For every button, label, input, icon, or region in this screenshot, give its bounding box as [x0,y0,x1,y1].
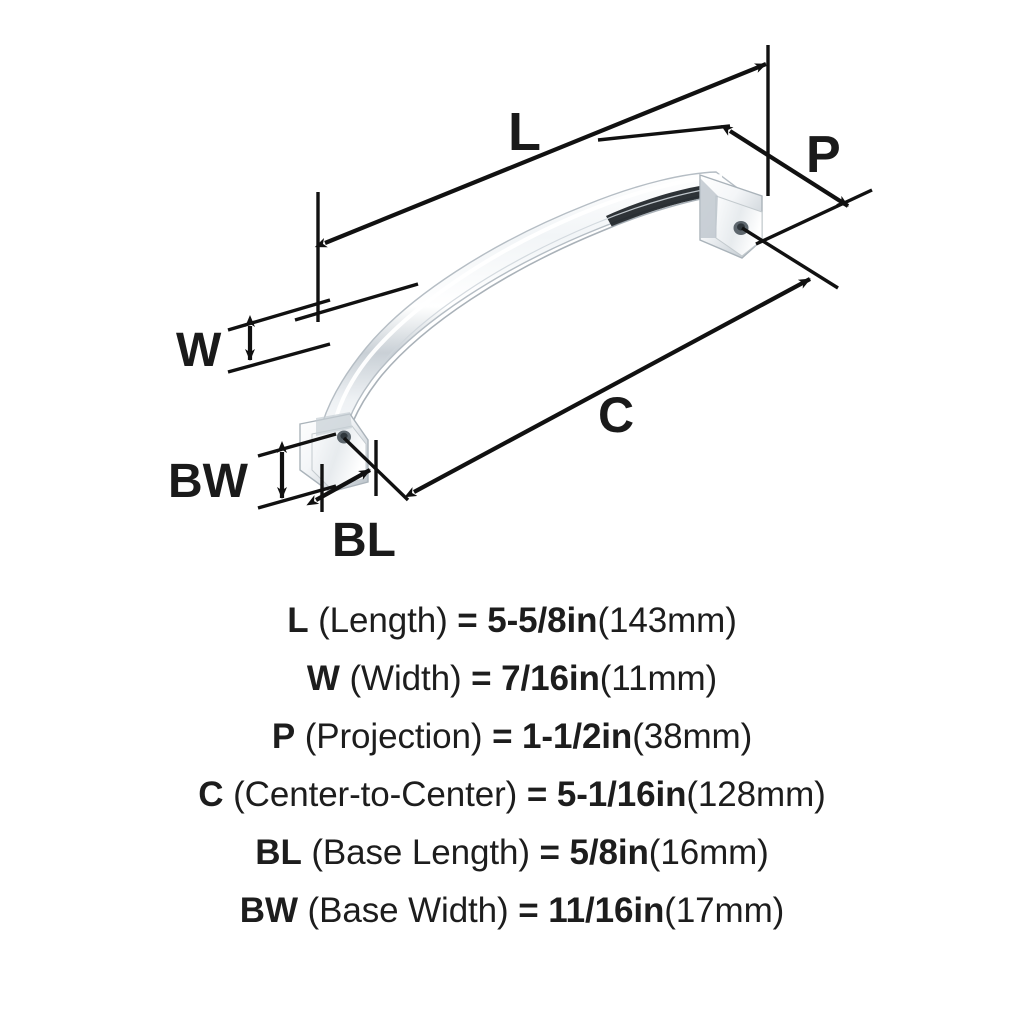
dimension-line-BL [306,468,372,506]
spec-equals: = [492,717,513,756]
spec-equals: = [539,833,560,872]
dimension-lines [227,45,873,512]
dimension-line-P [720,125,850,208]
extension-line-BW-top [257,432,337,458]
spec-equals: = [457,601,478,640]
spec-code: W [306,659,340,698]
dimension-label-BW: BW [168,455,249,508]
extension-line-P-lower [755,188,873,246]
spec-metric-value: (128mm) [686,775,826,814]
dimension-labels: L W P C BL BW [168,102,841,567]
product-dimension-diagram: L W P C BL BW [168,45,873,567]
extension-line-L-upper-right [597,124,731,142]
spec-row-base-length: BL (Base Length) = 5/8in(16mm) [255,824,769,882]
dimension-label-W: W [176,324,222,377]
dimension-label-C: C [598,387,634,443]
right-mounting-post [699,174,763,259]
spec-equals: = [518,891,539,930]
spec-imperial-value: 7/16in [501,659,600,698]
spec-imperial-value: 5-1/16in [556,775,687,814]
handle-illustration [299,171,763,493]
spec-imperial-value: 1-1/2in [522,717,633,756]
spec-code: L [287,601,309,640]
spec-equals: = [471,659,492,698]
extension-line-C-right [741,226,839,290]
spec-row-length: L (Length) = 5-5/8in(143mm) [287,592,737,650]
spec-name: (Projection) [304,717,483,756]
extension-line-W-top [227,298,331,332]
left-post-neck-shadow [316,412,352,436]
dimension-label-BL: BL [332,514,396,567]
spec-metric-value: (11mm) [599,659,718,698]
spec-metric-value: (16mm) [648,833,769,872]
spec-metric-value: (17mm) [664,891,785,930]
spec-name: (Center-to-Center) [233,775,518,814]
spec-code: BL [255,833,302,872]
spec-imperial-value: 5/8in [569,833,649,872]
handle-inner-contour [379,185,729,367]
spec-row-width: W (Width) = 7/16in(11mm) [307,650,717,708]
dimension-label-P: P [806,126,841,184]
spec-code: BW [239,891,298,930]
spec-row-base-width: BW (Base Width) = 11/16in(17mm) [239,882,785,940]
spec-name: (Width) [349,659,462,698]
dimension-label-L: L [508,102,541,162]
spec-name: (Base Width) [307,891,509,930]
dimension-line-C [404,277,811,498]
spec-metric-value: (38mm) [632,717,753,756]
spec-equals: = [526,775,548,814]
spec-row-projection: P (Projection) = 1-1/2in(38mm) [272,708,752,766]
extension-line-L-lower-left [294,282,419,322]
handle-bar [315,171,742,465]
specification-list: L (Length) = 5-5/8in(143mm) W (Width) = … [0,592,1024,940]
extension-line-W-bottom [227,342,331,374]
diagram-canvas: L W P C BL BW [168,45,873,567]
spec-code: C [198,775,224,814]
spec-name: (Length) [318,601,448,640]
dimension-line-L [314,62,767,248]
spec-row-center-to-center: C (Center-to-Center) = 5-1/16in(128mm) [198,766,826,824]
spec-imperial-value: 5-5/8in [487,601,598,640]
spec-code: P [271,717,296,756]
spec-metric-value: (143mm) [597,601,737,640]
spec-imperial-value: 11/16in [548,891,665,930]
spec-name: (Base Length) [311,833,530,872]
